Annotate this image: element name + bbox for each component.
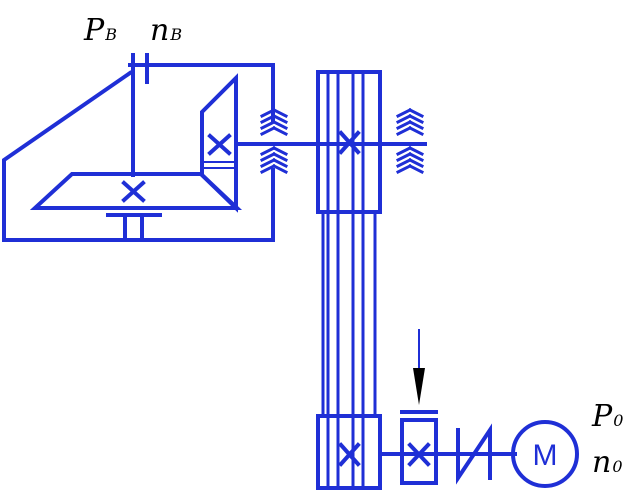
bearing-right [395, 107, 425, 175]
flexible-coupling [456, 423, 492, 485]
lower-bearing [106, 213, 162, 242]
input-power-label: P0 [591, 399, 623, 434]
output-coupling [131, 53, 162, 84]
gearbox-housing [2, 63, 275, 242]
bevel-pinion [200, 73, 238, 213]
output-speed-label: nB [150, 13, 182, 48]
v-belts [321, 70, 377, 490]
output-power-label: PB [83, 13, 117, 48]
motor-label: M [533, 439, 558, 472]
electric-motor [511, 420, 579, 488]
shaft-bearing [400, 410, 438, 485]
bearing-left [259, 107, 289, 175]
input-speed-label: n0 [592, 445, 623, 480]
driven-pulley [316, 70, 382, 214]
load-arrow-head [413, 368, 425, 405]
